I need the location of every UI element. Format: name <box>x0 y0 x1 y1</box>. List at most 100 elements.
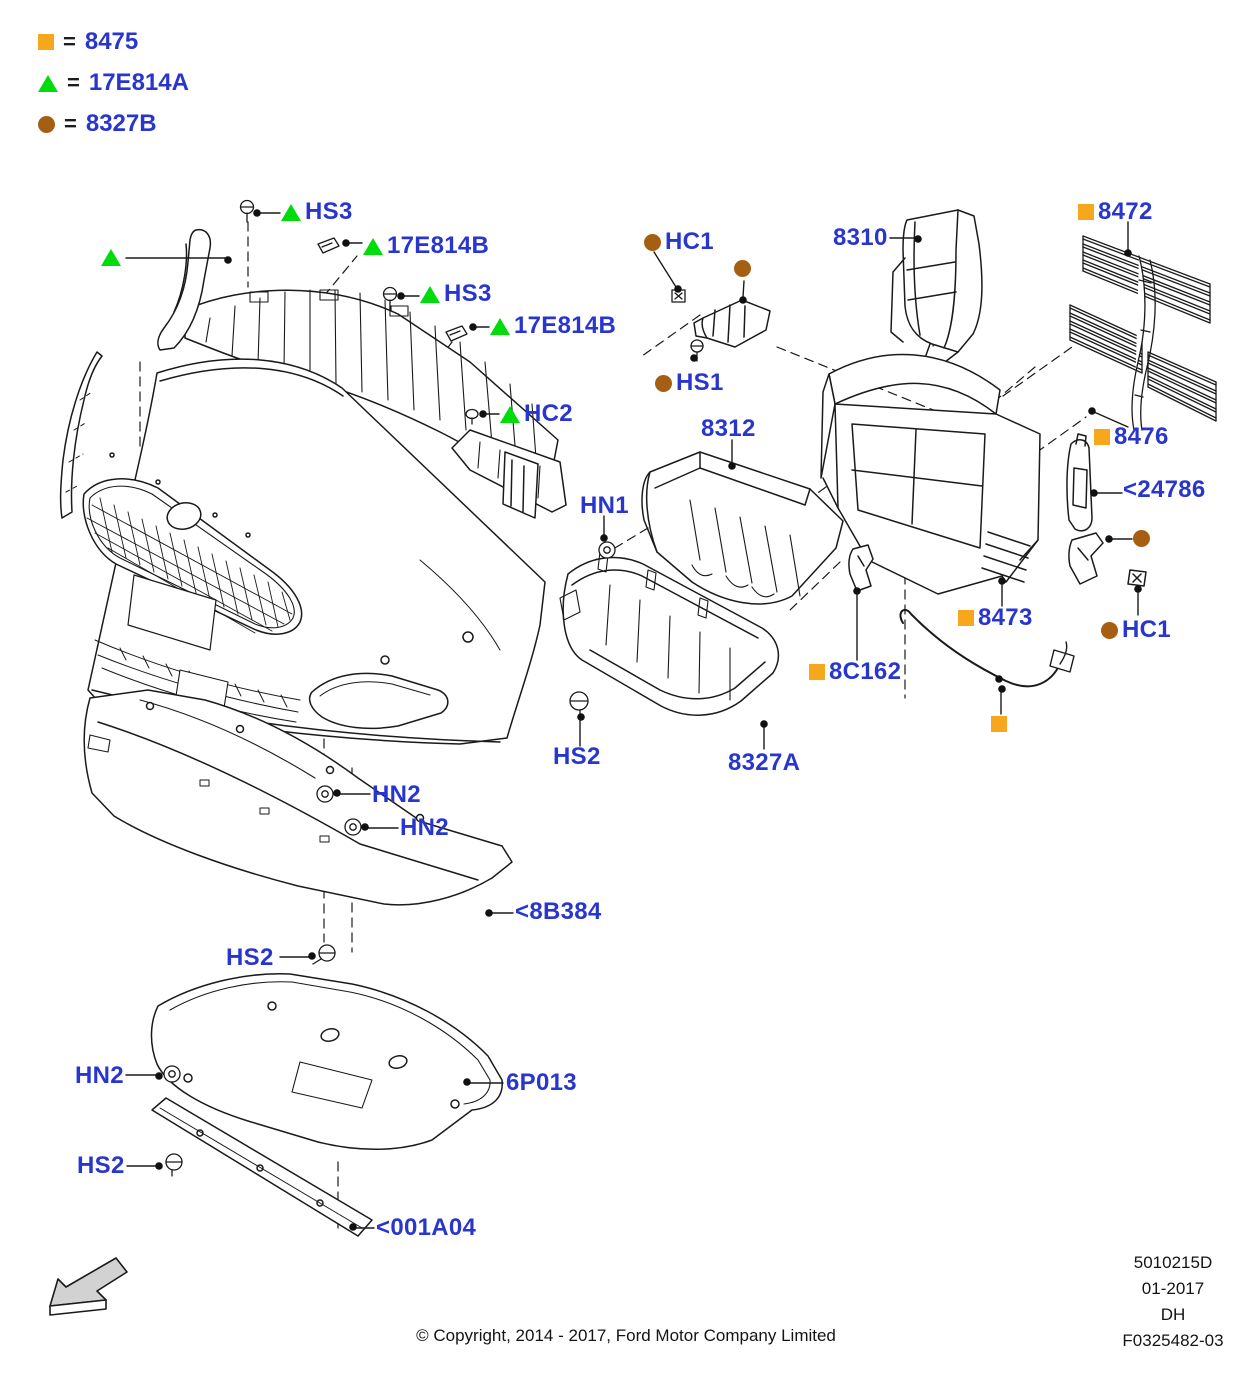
callout-8472: 8472 <box>1078 200 1153 224</box>
callout-hs3-1: HS3 <box>281 200 353 224</box>
clip-hc1-right <box>1127 569 1147 587</box>
doc-date: 01-2017 <box>1141 1279 1205 1298</box>
callout-triangle-only <box>101 249 121 266</box>
legend-row-8327b: = 8327B <box>38 112 189 136</box>
screw-icon <box>569 691 589 718</box>
nut-icon <box>163 1065 181 1083</box>
callout-hc1-1: HC1 <box>644 230 714 254</box>
direction-arrow-icon <box>49 1257 128 1316</box>
circle-marker <box>1133 530 1150 547</box>
callout-hs2-2: HS2 <box>226 944 274 971</box>
circle-marker <box>1101 621 1118 639</box>
callout-hs2-1: HS2 <box>553 743 601 770</box>
legend: = 8475 = 17E814A = 8327B <box>38 30 189 153</box>
front-bumper-cover <box>59 351 546 745</box>
square-marker <box>991 716 1007 732</box>
radiator-air-guide-8473 <box>820 353 1041 595</box>
nut-icon <box>316 785 334 803</box>
square-marker <box>1078 204 1094 220</box>
leader-lines <box>125 212 1139 1229</box>
square-marker <box>1094 429 1110 445</box>
callout-hs3-2: HS3 <box>420 282 492 306</box>
callout-6p013: 6P013 <box>506 1069 577 1096</box>
screw-icon <box>382 286 398 310</box>
callout-001a04: <001A04 <box>376 1214 477 1241</box>
square-marker <box>809 664 825 680</box>
legend-code: 8327B <box>85 110 157 137</box>
undershield-8b384 <box>83 689 513 906</box>
callout-square-only <box>991 716 1007 732</box>
triangle-marker <box>38 74 58 92</box>
callout-hs2-3: HS2 <box>77 1152 125 1179</box>
callout-hn2-2: HN2 <box>400 814 449 841</box>
circle-marker <box>644 233 661 251</box>
shutter-actuator-24786 <box>1066 433 1093 532</box>
lower-grille-deflector-8327a <box>559 551 780 716</box>
lower-brace-001a04 <box>151 1097 373 1237</box>
doc-initials: DH <box>1160 1305 1186 1324</box>
legend-code: 8475 <box>84 28 139 55</box>
bumper-side-bracket <box>502 451 539 519</box>
callout-8327a: 8327A <box>728 749 801 776</box>
clip-icon <box>465 408 479 425</box>
grille-mesh <box>86 497 293 634</box>
callout-8310: 8310 <box>833 224 888 251</box>
callout-hn1: HN1 <box>580 492 629 519</box>
nut-icon <box>598 541 616 559</box>
screw-icon <box>165 1153 183 1177</box>
callout-17e814b-2: 17E814B <box>490 314 616 338</box>
callout-17e814b-1: 17E814B <box>363 234 489 258</box>
callout-hn2-1: HN2 <box>372 781 421 808</box>
square-marker <box>38 34 54 50</box>
triangle-marker <box>500 405 520 423</box>
callout-circle-only-1 <box>734 260 751 277</box>
figure-number: F0325482-03 <box>1122 1331 1224 1350</box>
figure-info-block: 5010215D 01-2017 DH F0325482-03 <box>1088 1250 1258 1354</box>
legend-equals: = <box>67 70 80 95</box>
screw-icon <box>239 199 255 223</box>
side-bracket-17e814a <box>157 228 212 351</box>
legend-equals: = <box>64 111 77 136</box>
deflector-bracket-hc1 <box>693 299 771 348</box>
callout-hn2-3: HN2 <box>75 1062 124 1089</box>
clip-icon <box>317 237 340 254</box>
callout-8312: 8312 <box>701 415 756 442</box>
callout-8476: 8476 <box>1094 425 1169 449</box>
circle-marker <box>655 374 672 392</box>
shutter-bracket <box>1068 532 1104 585</box>
callout-8b384: <8B384 <box>515 898 602 925</box>
callout-24786: <24786 <box>1123 476 1206 503</box>
shutter-wiring-harness <box>899 608 1075 688</box>
copyright-text: © Copyright, 2014 - 2017, Ford Motor Com… <box>416 1326 836 1345</box>
air-deflector-8312 <box>641 451 844 605</box>
active-grille-shutters-8472 <box>1069 235 1217 431</box>
triangle-marker <box>281 203 301 221</box>
triangle-marker <box>101 249 121 266</box>
fastener-icons <box>163 199 704 1177</box>
callout-hc2: HC2 <box>500 402 573 426</box>
doc-number: 5010215D <box>1133 1253 1213 1272</box>
clip-icon <box>445 325 468 342</box>
bracket-8c162 <box>848 544 874 592</box>
legend-equals: = <box>63 29 76 54</box>
legend-row-8475: = 8475 <box>38 30 189 54</box>
triangle-marker <box>363 237 383 255</box>
nut-icon <box>344 818 362 836</box>
ford-badge <box>166 501 202 531</box>
side-air-deflector-8310 <box>890 209 983 363</box>
callout-hs1: HS1 <box>655 371 724 395</box>
legend-row-17e814a: = 17E814A <box>38 71 189 95</box>
leader-dots <box>155 209 1142 1231</box>
circle-marker <box>38 115 55 133</box>
callout-8c162: 8C162 <box>809 660 901 684</box>
square-marker <box>958 610 974 626</box>
callout-hc1-2: HC1 <box>1101 618 1171 642</box>
triangle-marker <box>490 317 510 335</box>
callout-circle-only-2 <box>1133 530 1150 547</box>
screw-icon <box>312 944 336 965</box>
callout-8473: 8473 <box>958 606 1033 630</box>
triangle-marker <box>420 285 440 303</box>
circle-marker <box>734 260 751 277</box>
